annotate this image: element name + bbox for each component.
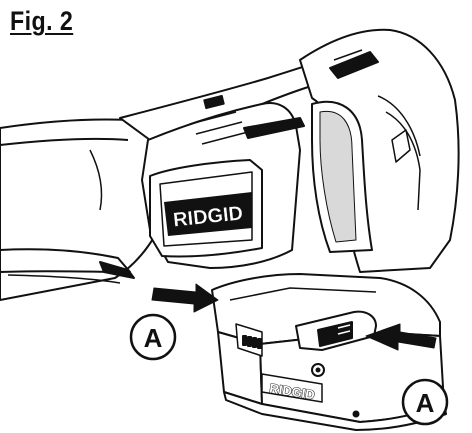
tool-brand-badge: RIDGID — [164, 192, 252, 236]
tool-handle — [299, 28, 460, 273]
front-nose — [0, 118, 171, 301]
figure-title: Fig. 2 — [10, 6, 74, 36]
callout-a-right-label: A — [416, 388, 435, 418]
left-insert-arrow — [151, 283, 219, 313]
battery-pack — [211, 273, 447, 431]
callout-a-left-label: A — [144, 323, 163, 353]
callout-a-right: A — [401, 378, 449, 426]
callout-a-left: A — [129, 313, 177, 361]
right-insert-arrow — [365, 323, 437, 351]
battery-brand-badge: RIDGID — [261, 373, 323, 403]
